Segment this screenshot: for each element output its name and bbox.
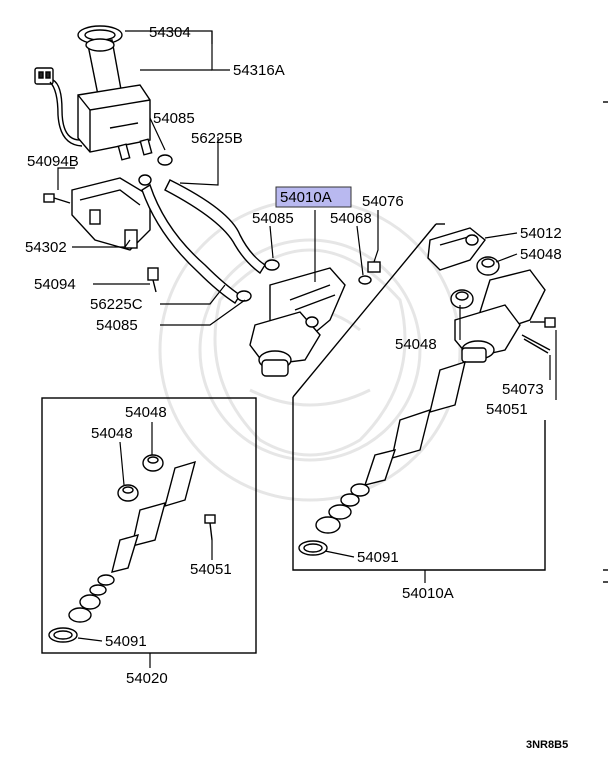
label-54085-upper[interactable]: 54085: [153, 110, 195, 127]
bolt-54094[interactable]: [147, 267, 159, 293]
label-54091-left[interactable]: 54091: [105, 633, 147, 650]
highlight-54010A: [275, 186, 352, 208]
hose-56225B[interactable]: [164, 179, 266, 275]
edge-marks: [603, 101, 608, 583]
o-ring-54091-right[interactable]: [298, 540, 328, 556]
label-54085-lower[interactable]: 54085: [96, 317, 138, 334]
label-54076[interactable]: 54076: [362, 193, 404, 210]
nut-54068[interactable]: [358, 275, 372, 285]
grommet-54048-mid[interactable]: [450, 289, 474, 309]
label-54048-left-lower[interactable]: 54048: [91, 425, 133, 442]
label-54010A-bottom[interactable]: 54010A: [402, 585, 454, 602]
pump-body-center[interactable]: [249, 267, 346, 377]
label-56225B[interactable]: 56225B: [191, 130, 243, 147]
label-54051-right[interactable]: 54051: [486, 401, 528, 418]
valve-body-right[interactable]: [454, 269, 546, 363]
label-54304[interactable]: 54304: [149, 24, 191, 41]
label-54048-right-upper[interactable]: 54048: [520, 246, 562, 263]
swivel-fitting-54012[interactable]: [427, 227, 486, 271]
reservoir-tank[interactable]: [77, 38, 153, 161]
label-54010A-highlighted[interactable]: 54010A: [280, 189, 332, 206]
spool-assembly-right[interactable]: [315, 360, 466, 534]
label-54085-middle[interactable]: 54085: [252, 210, 294, 227]
reservoir-connector-plug[interactable]: [34, 67, 83, 147]
frame-54010A: [292, 223, 546, 571]
grommet-54048-left-lower[interactable]: [117, 484, 139, 502]
frame-54020: [41, 397, 257, 654]
label-54091-right[interactable]: 54091: [357, 549, 399, 566]
label-54073[interactable]: 54073: [502, 381, 544, 398]
label-54048-left-upper[interactable]: 54048: [125, 404, 167, 421]
spool-assembly-left[interactable]: [68, 460, 196, 623]
leader-lines: [57, 30, 557, 668]
o-ring-54091-left[interactable]: [48, 627, 78, 643]
label-54316A[interactable]: 54316A: [233, 62, 285, 79]
reservoir-bracket[interactable]: [71, 177, 151, 251]
part-labels: 54304 54316A 54085 56225B 54094B 54010A …: [25, 24, 568, 751]
label-56225C[interactable]: 56225C: [90, 296, 143, 313]
label-54020[interactable]: 54020: [126, 670, 168, 687]
hose-56225C[interactable]: [141, 183, 241, 304]
diagram-code: 3NR8B5: [526, 739, 568, 751]
bolt-54051-left[interactable]: [204, 514, 216, 541]
bolt-54051-right[interactable]: [530, 317, 556, 328]
bolt-54076[interactable]: [367, 261, 381, 273]
label-54094B[interactable]: 54094B: [27, 153, 79, 170]
bolt-54094B[interactable]: [43, 193, 71, 204]
grommet-54048-left-upper[interactable]: [142, 454, 164, 472]
label-54094[interactable]: 54094: [34, 276, 76, 293]
hose-clamp-upper[interactable]: [138, 154, 173, 186]
label-54068[interactable]: 54068: [330, 210, 372, 227]
label-54051-left[interactable]: 54051: [190, 561, 232, 578]
grommet-54048-upper[interactable]: [476, 256, 500, 276]
label-54302[interactable]: 54302: [25, 239, 67, 256]
label-54048-right-mid[interactable]: 54048: [395, 336, 437, 353]
pin-54073[interactable]: [521, 334, 551, 354]
label-54012[interactable]: 54012: [520, 225, 562, 242]
